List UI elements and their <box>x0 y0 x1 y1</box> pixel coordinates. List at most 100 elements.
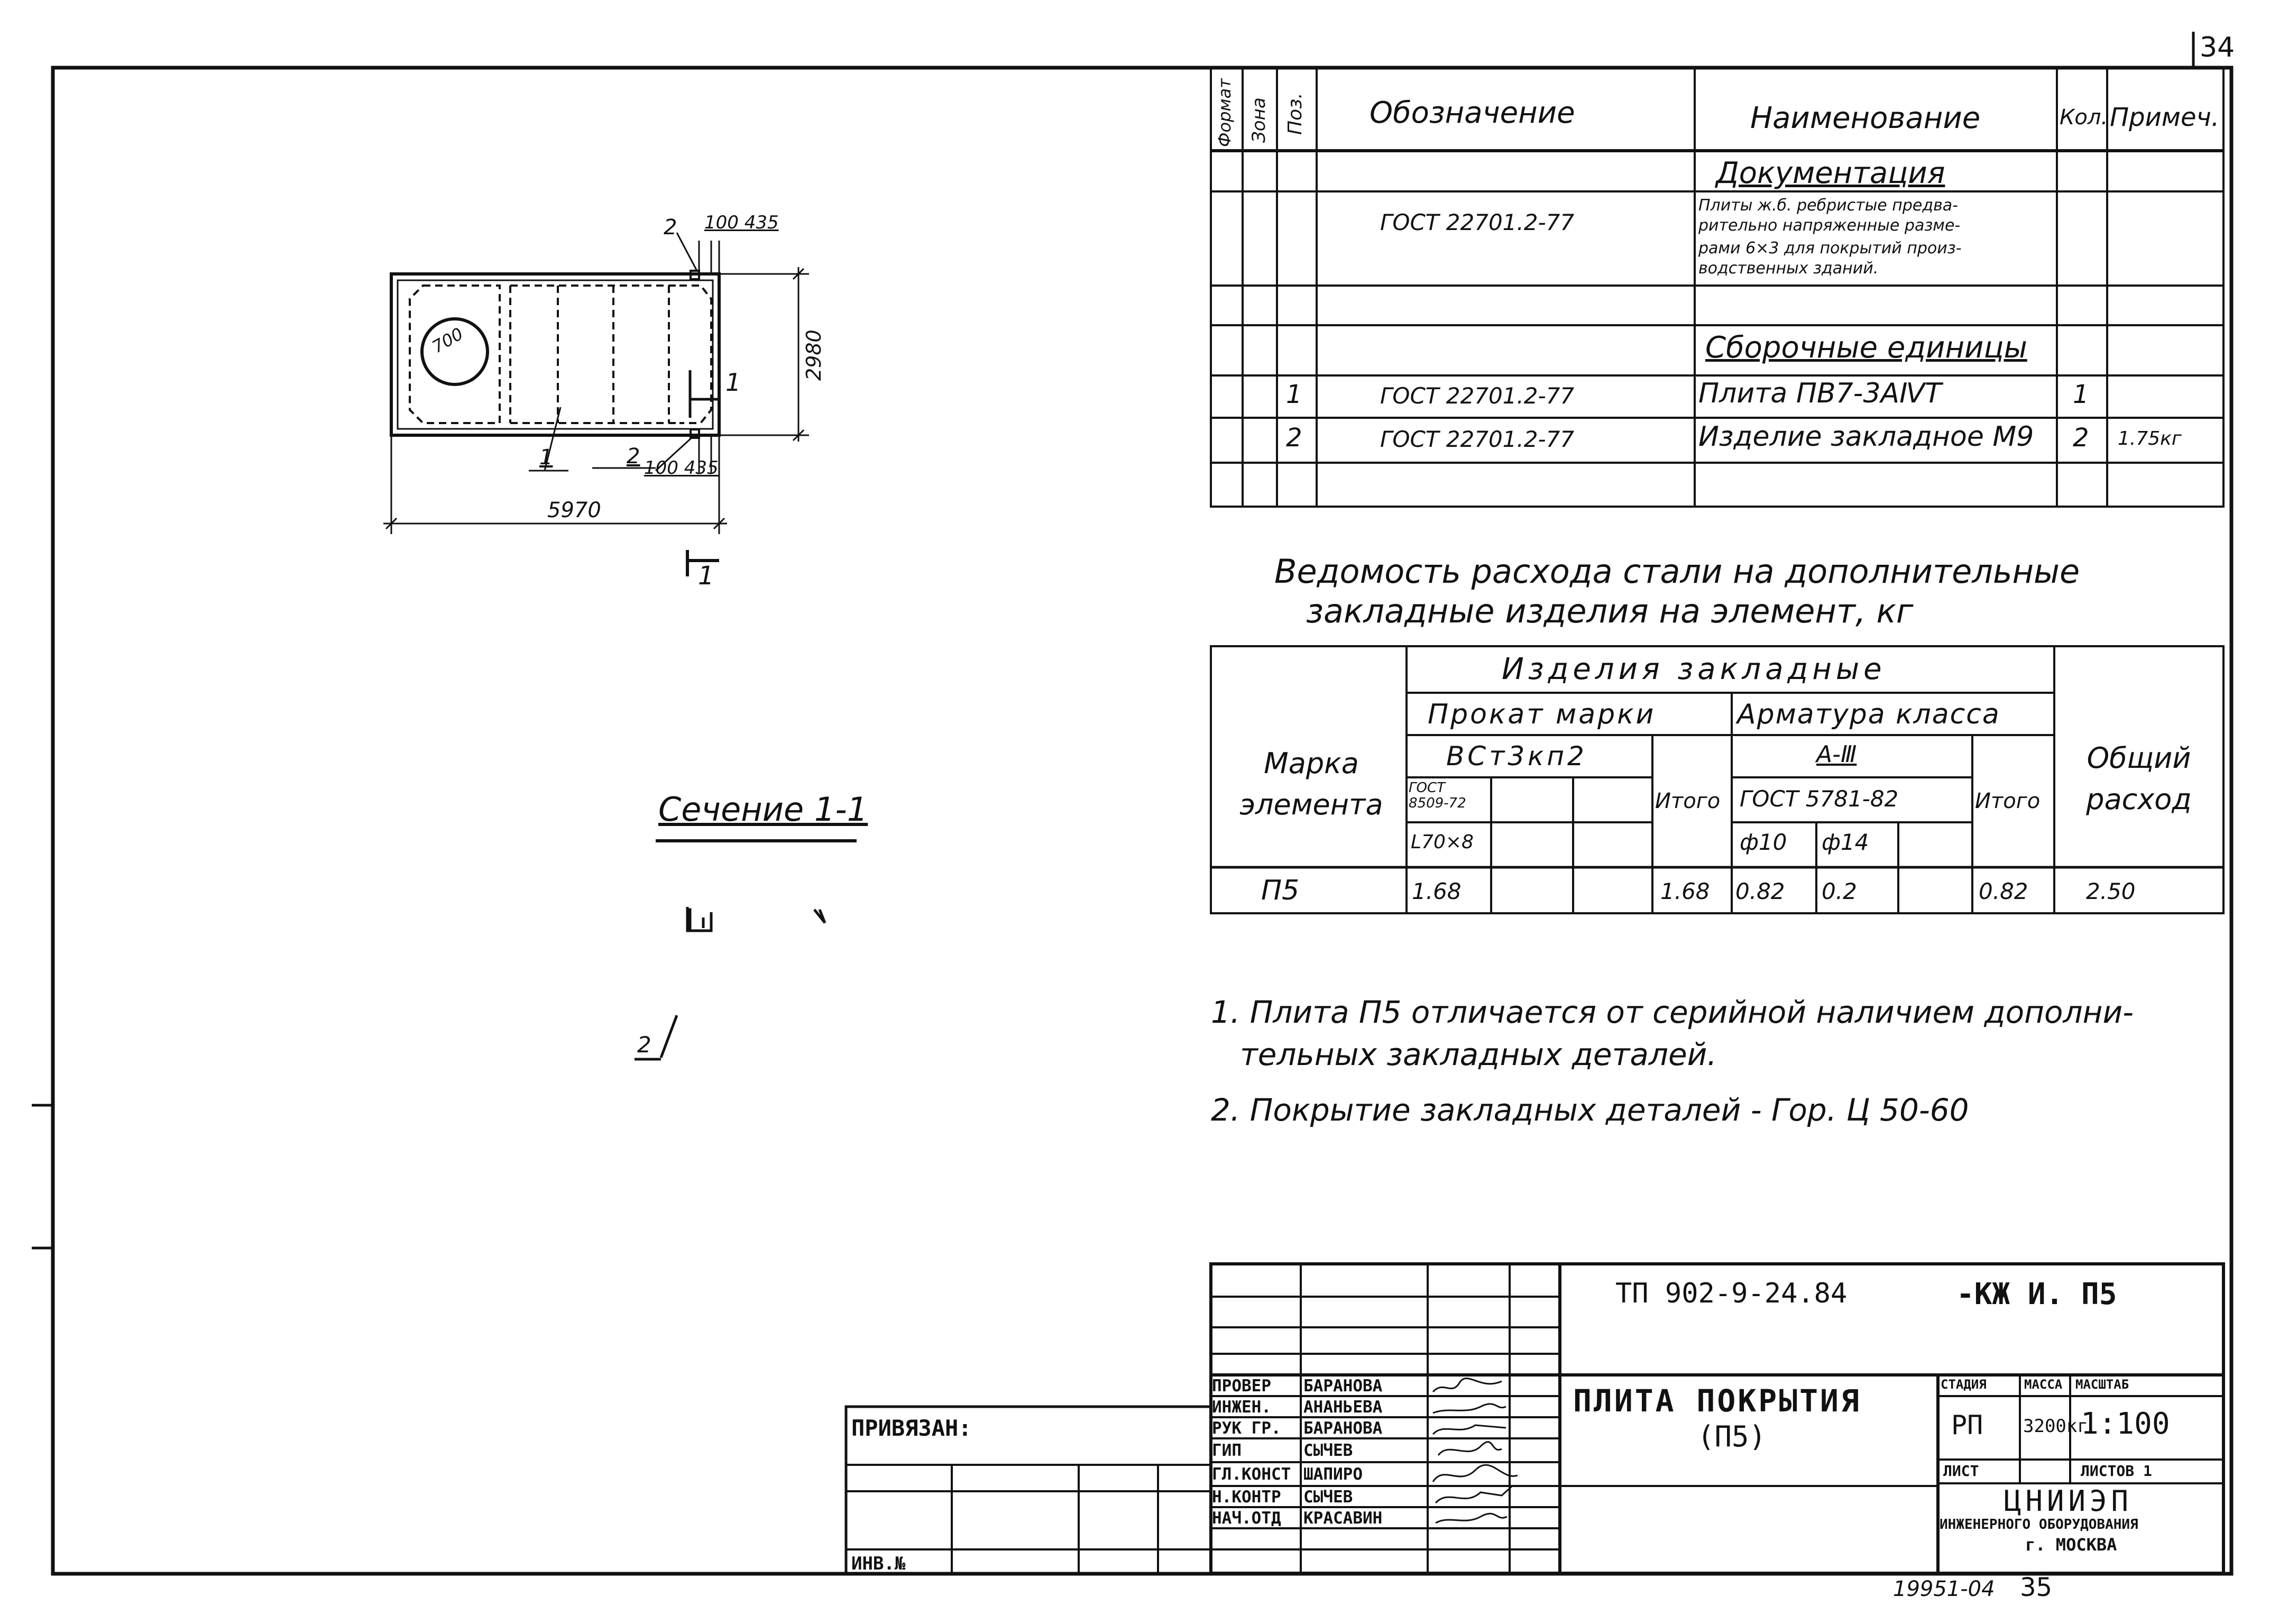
signatures <box>1432 1378 1518 1524</box>
tb-role-4: ГИП <box>1212 1441 1242 1460</box>
section-mark-right: 1 <box>725 368 741 397</box>
spec-header-note: Примеч. <box>2110 103 2220 132</box>
spec-row-1-pos: 1 <box>1286 380 1302 409</box>
tb-name-1: БАРАНОВА <box>1303 1377 1383 1396</box>
tb-code-suffix: -КЖ И. П5 <box>1956 1277 2117 1311</box>
steel-header-rolled: Прокат марки <box>1428 699 1656 730</box>
tb-sheets-h: ЛИСТОВ 1 <box>2081 1462 2152 1480</box>
doc-name-line-2: рительно напряженные разме- <box>1698 216 1961 235</box>
steel-header-mark: Марка элемента <box>1239 747 1383 822</box>
tb-org-1: ЦНИИЭП <box>2004 1484 2133 1518</box>
dim-top: 100 435 <box>704 212 779 233</box>
tb-name-3: БАРАНОВА <box>1303 1419 1383 1438</box>
steel-header-rebar: Арматура класса <box>1737 699 2000 730</box>
steel-header-total-rolled: Итого <box>1655 789 1721 813</box>
spec-row-1-name: Плита ПВ7-3АⅣТ <box>1698 378 1942 409</box>
tb-attached: ПРИВЯЗАН: <box>851 1415 972 1441</box>
callout-1: 1 <box>539 445 553 470</box>
tb-title-2: (П5) <box>1697 1420 1767 1453</box>
steel-row-rebar-total: 0.82 <box>1979 878 2028 904</box>
tb-scale-h: МАСШТАБ <box>2075 1377 2129 1392</box>
section-mark-bottom: 1 <box>698 561 714 591</box>
spec-row-2-designation: ГОСТ 22701.2-77 <box>1380 426 1575 452</box>
title-block-grid <box>844 1262 2225 1575</box>
spec-header-qty: Кол. <box>2060 105 2108 130</box>
tb-mass-h: МАССА <box>2024 1377 2063 1392</box>
spec-header-name: Наименование <box>1750 101 1981 135</box>
spec-header-pos: Поз. <box>1284 93 1306 135</box>
spec-row-2-name: Изделие закладное М9 <box>1698 421 2034 453</box>
plan-dimensions <box>383 232 809 576</box>
tb-name-2: АНАНЬЕВА <box>1303 1398 1383 1417</box>
steel-header-d14: ф14 <box>1822 829 1869 855</box>
steel-header-items: Изделия закладные <box>1502 652 1886 686</box>
bottom-number: 35 <box>2020 1573 2053 1602</box>
tb-stage: РП <box>1951 1410 1983 1441</box>
steel-header-total-all: Общий расход <box>2086 741 2192 816</box>
steel-row-d14: 0.2 <box>1822 878 1857 904</box>
steel-row-overall: 2.50 <box>2086 878 2136 904</box>
doc-name-line-3: рами 6×3 для покрытий произ- <box>1698 239 1962 258</box>
section-documentation: Документация <box>1716 156 1945 190</box>
steel-title-2: закладные изделия на элемент, кг <box>1306 592 1914 630</box>
tb-role-3: РУК ГР. <box>1212 1419 1281 1438</box>
tb-role-2: ИНЖЕН. <box>1212 1398 1271 1417</box>
callout-2-top: 2 <box>664 215 677 240</box>
steel-row-rolled-total: 1.68 <box>1660 878 1710 904</box>
tb-org-3: г. МОСКВА <box>2025 1535 2117 1555</box>
steel-header-rebar-class: А-Ⅲ <box>1816 741 1857 768</box>
tb-title-1: ПЛИТА ПОКРЫТИЯ <box>1573 1383 1861 1419</box>
tb-scale: 1:100 <box>2081 1407 2170 1441</box>
note-1-line-1: 1. Плита П5 отличается от серийной налич… <box>1211 994 2134 1030</box>
section-view-drawing <box>635 839 857 1061</box>
spec-row-2-qty: 2 <box>2073 423 2089 453</box>
tb-name-7: КРАСАВИН <box>1303 1509 1383 1528</box>
tb-role-1: ПРОВЕР <box>1212 1377 1271 1396</box>
steel-header-gost-rolled: ГОСТ 8509-72 <box>1409 780 1466 811</box>
steel-header-angle: L70×8 <box>1411 831 1474 853</box>
tb-role-7: НАЧ.ОТД <box>1212 1509 1281 1528</box>
spec-header-designation: Обозначение <box>1370 96 1575 130</box>
note-2: 2. Покрытие закладных деталей - Гор. Ц 5… <box>1211 1092 1969 1128</box>
sheet-frame <box>51 66 2234 1576</box>
steel-row-mark: П5 <box>1261 875 1300 906</box>
spec-row-2-note: 1.75кг <box>2118 428 2182 449</box>
spec-row-1-designation: ГОСТ 22701.2-77 <box>1380 383 1575 409</box>
tb-role-6: Н.КОНТР <box>1212 1488 1281 1507</box>
steel-row-d10: 0.82 <box>1735 878 1785 904</box>
steel-header-grade: ВСт3кп2 <box>1446 741 1587 772</box>
steel-header-total-rebar: Итого <box>1975 789 2041 813</box>
spec-row-2-pos: 2 <box>1286 423 1302 453</box>
tb-inv: ИНВ.№ <box>851 1553 906 1574</box>
tb-org-2: ИНЖЕНЕРНОГО ОБОРУДОВАНИЯ <box>1940 1517 2138 1533</box>
spec-table-grid <box>1210 67 2225 508</box>
doc-designation: ГОСТ 22701.2-77 <box>1380 209 1575 235</box>
doc-name-line-4: водственных зданий. <box>1698 259 1879 278</box>
spec-row-1-qty: 1 <box>2073 380 2089 409</box>
tb-mass: 3200кг <box>2023 1416 2088 1437</box>
sheet-number: 34 <box>2200 32 2235 63</box>
tb-code: ТП 902-9-24.84 <box>1615 1278 1848 1309</box>
archive-number: 19951-04 <box>1893 1577 1995 1601</box>
steel-title-1: Ведомость расхода стали на дополнительны… <box>1274 552 2080 591</box>
dim-bottom: 100 435 <box>644 457 719 479</box>
tb-stage-h: СТАДИЯ <box>1941 1377 1987 1392</box>
tb-role-5: ГЛ.КОНСТ <box>1212 1465 1291 1484</box>
note-1-line-2: тельных закладных деталей. <box>1240 1036 1717 1072</box>
tb-sheet-h: ЛИСТ <box>1943 1462 1979 1480</box>
callout-2-bottom: 2 <box>627 444 640 469</box>
dim-length: 5970 <box>547 498 601 522</box>
section-callout: 2 <box>637 1032 651 1058</box>
plate-plan <box>390 270 721 439</box>
section-title: Сечение 1-1 <box>658 790 868 829</box>
dim-width: 2980 <box>802 329 825 381</box>
doc-name-line-1: Плиты ж.б. ребристые предва- <box>1698 196 1959 215</box>
spec-header-zone: Зона <box>1248 97 1270 143</box>
tb-name-4: СЫЧЕВ <box>1303 1441 1353 1460</box>
steel-row-angle: 1.68 <box>1412 878 1462 904</box>
spec-header-format: Формат <box>1215 78 1235 147</box>
steel-header-gost-rebar: ГОСТ 5781-82 <box>1740 786 1899 812</box>
tb-name-6: СЫЧЕВ <box>1303 1488 1353 1507</box>
